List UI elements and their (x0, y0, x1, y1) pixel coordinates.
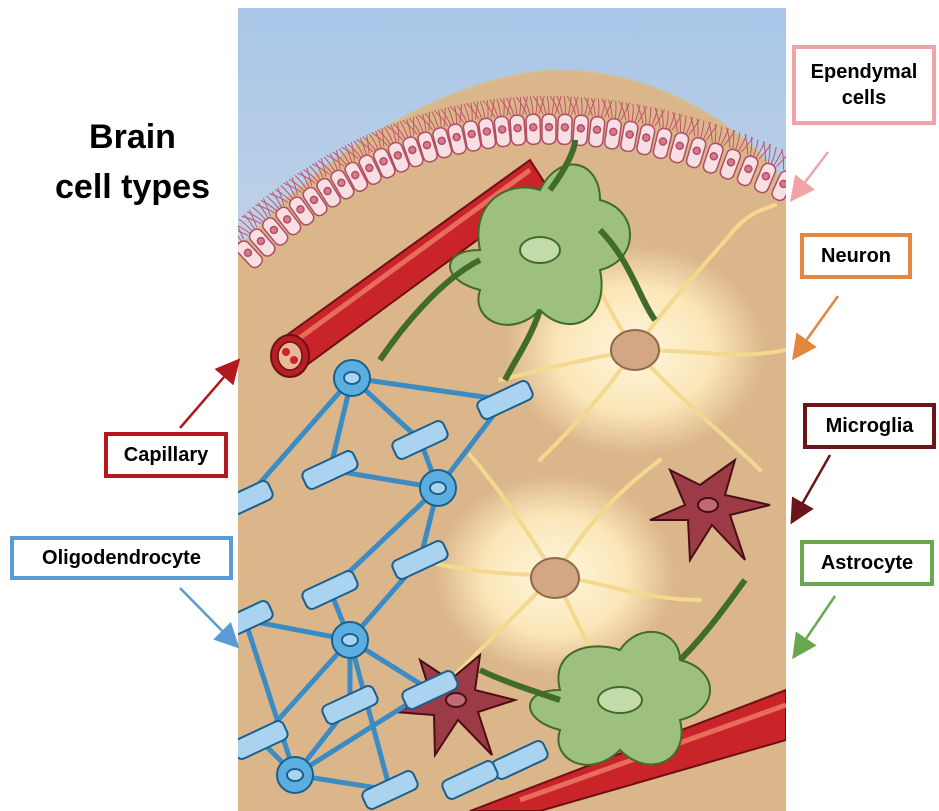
title-line-1: Brain (30, 112, 235, 162)
neuron-label-text: Neuron (821, 243, 891, 269)
ependymal-arrow (793, 152, 828, 198)
neuron-label: Neuron (800, 233, 912, 279)
microglia-label-text: Microglia (826, 413, 914, 439)
oligodendrocyte-arrow (180, 588, 236, 645)
neuron-arrow (795, 296, 838, 356)
astrocyte-label: Astrocyte (800, 540, 934, 586)
ependymal-label-line-1: Ependymal (811, 59, 918, 85)
title-line-2: cell types (30, 162, 235, 212)
capillary-label: Capillary (104, 432, 228, 478)
ependymal-cells-label: Ependymal cells (792, 45, 936, 125)
oligodendrocyte-label-text: Oligodendrocyte (42, 545, 201, 571)
capillary-arrow (180, 362, 237, 428)
astrocyte-arrow (795, 596, 835, 655)
oligodendrocyte-label: Oligodendrocyte (10, 536, 233, 580)
diagram-title: Brain cell types (30, 112, 235, 212)
microglia-label: Microglia (803, 403, 936, 449)
ependymal-label-line-2: cells (811, 85, 918, 111)
capillary-label-text: Capillary (124, 442, 208, 468)
microglia-arrow (793, 455, 830, 520)
astrocyte-label-text: Astrocyte (821, 550, 913, 576)
